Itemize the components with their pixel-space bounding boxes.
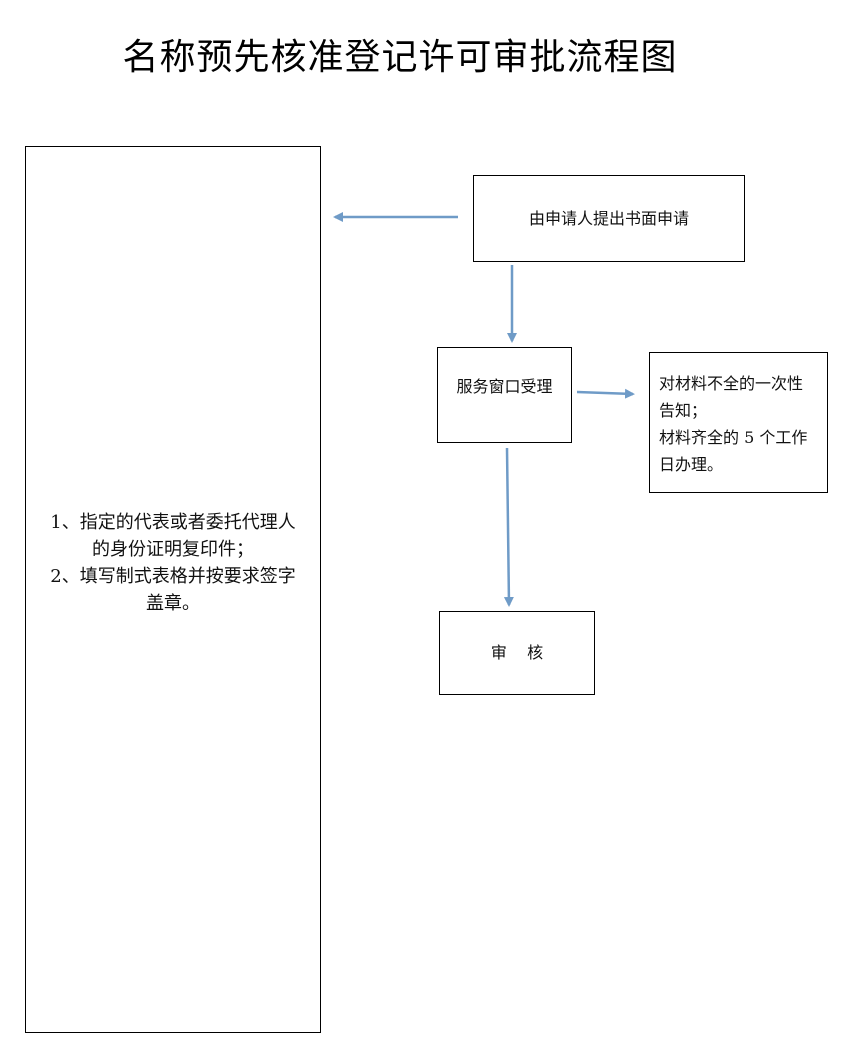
materials-line: 的身份证明复印件； [92,539,254,560]
materials-line: 1、指定的代表或者委托代理人 [50,512,296,533]
arrow-to-notice [576,388,635,399]
window-box: 服务窗口受理 [437,347,572,443]
materials-line: 盖章。 [146,593,200,614]
application-box: 由申请人提出书面申请 [473,175,745,262]
materials-line: 2、填写制式表格并按要求签字 [50,566,296,587]
review-box: 审 核 [439,611,595,695]
notice-line: 对材料不全的一次性 [659,374,804,393]
notice-box [649,352,828,493]
review-label: 审 核 [490,643,544,662]
materials-text: 1、指定的代表或者委托代理人 的身份证明复印件； 2、填写制式表格并按要求签字 … [25,509,321,617]
arrow-to-review [503,447,514,607]
window-label: 服务窗口受理 [456,377,553,396]
application-label: 由申请人提出书面申请 [528,208,689,228]
notice-line: 日办理。 [659,455,724,474]
notice-line: 告知； [659,401,708,420]
page-title: 名称预先核准登记许可审批流程图 [122,37,678,78]
notice-line: 材料齐全的 5 个工作 [659,428,808,447]
notice-text: 对材料不全的一次性 告知； 材料齐全的 5 个工作 日办理。 [659,370,807,478]
materials-box [25,146,321,1033]
